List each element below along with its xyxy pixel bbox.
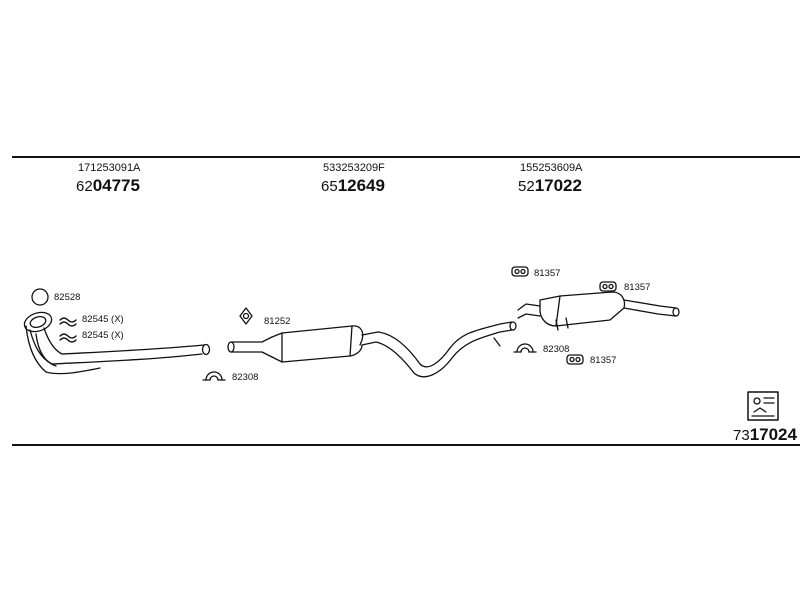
- part-1-ref: 6204775: [76, 176, 140, 196]
- label-hanger-rear-a: 81357: [534, 268, 561, 279]
- top-rule: [12, 156, 800, 158]
- part-1-ref-prefix: 62: [76, 178, 93, 195]
- part-3-oem: 155253609A: [520, 162, 583, 174]
- kit-ref-number: 17024: [749, 425, 797, 444]
- parts-kit-icon: [747, 391, 779, 421]
- hanger-mid-icon: [239, 307, 253, 325]
- spring-icon: [59, 317, 77, 327]
- label-hanger-mid: 81252: [264, 316, 291, 327]
- part-3-ref-prefix: 52: [518, 178, 535, 195]
- part-1-oem: 171253091A: [78, 162, 141, 174]
- part-2-ref-prefix: 65: [321, 178, 338, 195]
- bottom-rule: [12, 444, 800, 446]
- hanger-rear-icon: [511, 266, 529, 277]
- label-gasket: 82528: [54, 292, 81, 303]
- part-2-ref-number: 12649: [337, 176, 385, 195]
- spring-icon-2: [59, 333, 77, 343]
- label-spring-a: 82545 (X): [82, 314, 124, 325]
- rear-silencer: [517, 291, 680, 331]
- label-spring-b: 82545 (X): [82, 330, 124, 341]
- part-2-ref: 6512649: [321, 176, 385, 196]
- gasket-icon: [31, 288, 49, 306]
- hanger-rear-icon-2: [599, 281, 617, 292]
- part-3-ref-number: 17022: [534, 176, 582, 195]
- part-1-ref-number: 04775: [92, 176, 140, 195]
- label-clamp-front: 82308: [232, 372, 259, 383]
- label-hanger-rear-b: 81357: [624, 282, 651, 293]
- middle-silencer: [227, 321, 517, 378]
- hanger-rear-icon-3: [566, 354, 584, 365]
- kit-ref-prefix: 73: [733, 427, 750, 444]
- part-2-oem: 533253209F: [323, 162, 385, 174]
- clamp-rear-icon: [513, 343, 537, 353]
- clamp-front-icon: [202, 371, 226, 381]
- front-pipe: [23, 311, 211, 375]
- label-hanger-rear-c: 81357: [590, 355, 617, 366]
- part-3-ref: 5217022: [518, 176, 582, 196]
- kit-ref: 7317024: [733, 425, 797, 445]
- label-clamp-rear: 82308: [543, 344, 570, 355]
